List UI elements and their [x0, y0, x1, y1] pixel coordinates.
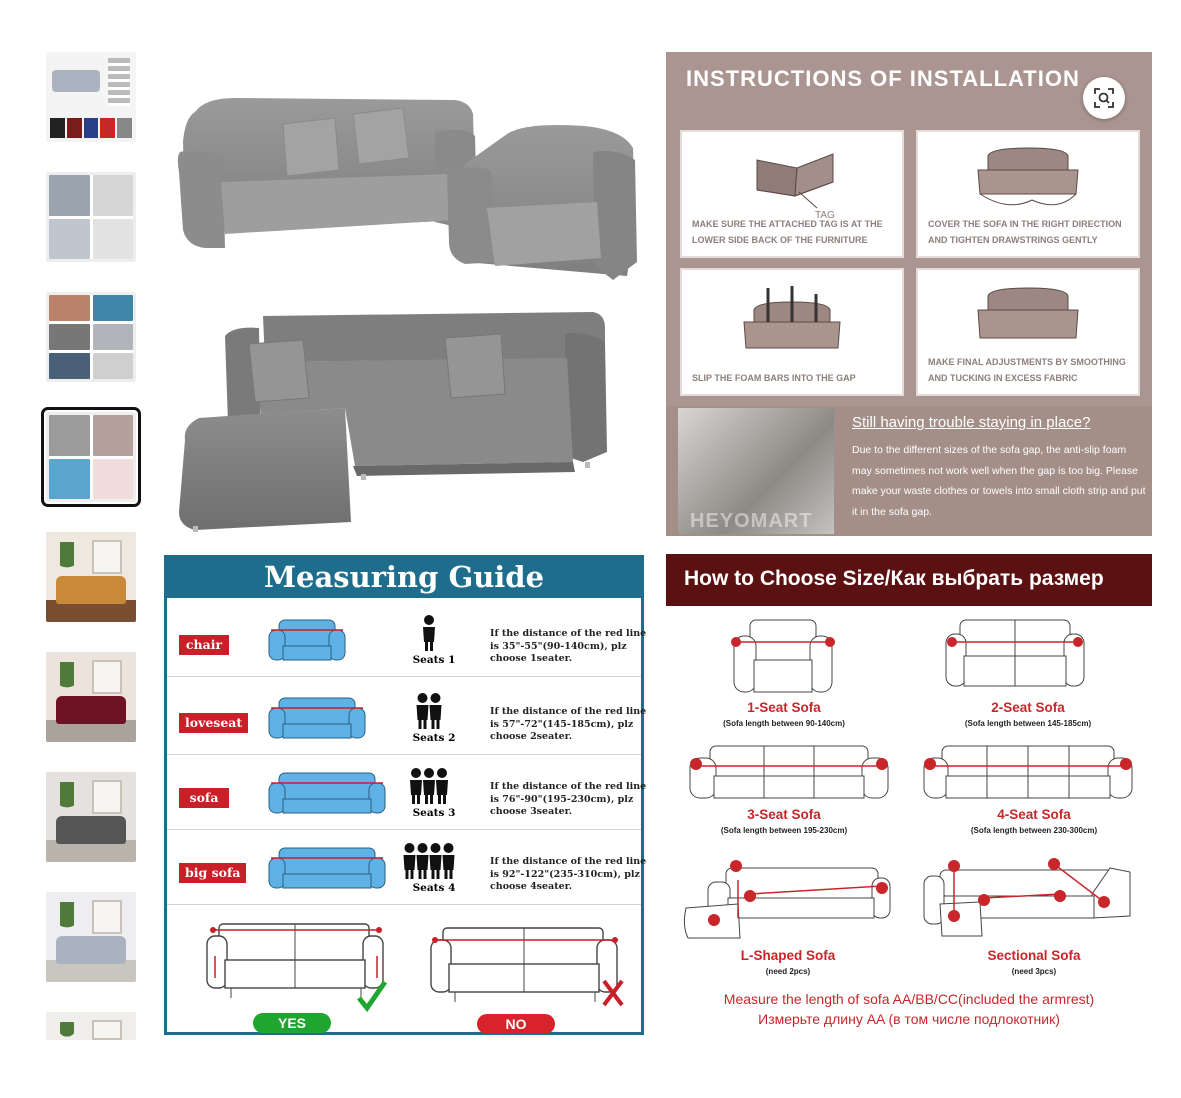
lens-search-icon — [1094, 88, 1114, 108]
thumb-how-to-install[interactable] — [46, 292, 136, 382]
sectional-sofa-drawing — [923, 858, 1131, 937]
installation-title: INSTRUCTIONS OF INSTALLATION — [686, 66, 1080, 91]
no-cross-icon — [602, 979, 624, 1007]
sofa-tag-illustration: TAG — [756, 153, 835, 220]
size-sub-2-seat: (Sofa length between 145-185cm) — [964, 719, 1092, 728]
install-step-3: SLIP THE FOAM BARS INTO THE GAP — [680, 268, 904, 396]
size-chooser-title: How to Choose Size/Как выбрать размер — [684, 567, 1104, 590]
three-seat-sofa-drawing — [689, 745, 889, 799]
thumb-burgundy-sofa[interactable] — [46, 652, 136, 742]
thumb-color-options[interactable] — [46, 52, 136, 142]
size-sub-sectional: (need 3pcs) — [1011, 967, 1057, 976]
blue-sofa-icon — [268, 619, 346, 661]
thumb-feature-collage[interactable] — [46, 172, 136, 262]
seats-label: Seats 2 — [412, 732, 456, 744]
seat-people-icon — [416, 693, 442, 729]
visual-search-button[interactable] — [1083, 77, 1125, 119]
no-badge: NO — [477, 1014, 555, 1034]
trouble-text: Due to the different sizes of the sofa g… — [852, 444, 1146, 518]
size-name-l-shaped: L-Shaped Sofa — [740, 948, 836, 963]
thumb-orange-sofa[interactable] — [46, 532, 136, 622]
size-name-3-seat: 3-Seat Sofa — [747, 807, 821, 822]
cover-sofa-illustration — [977, 147, 1079, 206]
trouble-title: Still having trouble staying in place? — [852, 414, 1091, 431]
size-sub-4-seat: (Sofa length between 230-300cm) — [970, 826, 1098, 835]
size-chooser-header: How to Choose Size/Как выбрать размер — [666, 554, 1152, 606]
seat-people-icon — [423, 615, 435, 651]
seat-people-icon — [410, 768, 448, 804]
thumb-light-grey-sofa[interactable] — [46, 892, 136, 982]
install-step-4: MAKE FINAL ADJUSTMENTS BY SMOOTHING AND … — [916, 268, 1140, 396]
size-sub-1-seat: (Sofa length between 90-140cm) — [723, 719, 845, 728]
thumb-partial[interactable] — [46, 1012, 136, 1040]
seats-label: Seats 4 — [412, 882, 456, 894]
measure-description: If the distance of the red line is 92"-1… — [490, 856, 647, 892]
correct-measure-illustration — [206, 923, 384, 998]
seats-label: Seats 1 — [412, 654, 456, 666]
trouble-section: HEYOMART Still having trouble staying in… — [666, 406, 1152, 536]
yes-check-icon — [357, 980, 387, 1013]
size-chooser-panel: How to Choose Size/Как выбрать размер 1-… — [666, 554, 1152, 1034]
measure-type-tag: chair — [179, 635, 229, 655]
measure-type-tag: big sofa — [179, 863, 247, 883]
yes-badge: YES — [253, 1013, 331, 1033]
measure-description: If the distance of the red line is 76"-9… — [490, 781, 647, 817]
measure-description: If the distance of the red line is 57"-7… — [490, 706, 647, 742]
size-note-english: Measure the length of sofa AA/BB/CC(incl… — [723, 991, 1095, 1007]
install-step-3-text: SLIP THE FOAM BARS INTO THE GAP — [692, 373, 856, 383]
install-step-1-text: MAKE SURE THE ATTACHED TAG IS AT THE LOW… — [692, 219, 883, 245]
three-seat-sofa — [177, 98, 477, 248]
foam-bars-illustration — [743, 286, 841, 349]
four-seat-sofa-drawing — [923, 745, 1133, 799]
size-sub-l-shaped: (need 2pcs) — [765, 967, 811, 976]
install-step-2-text: COVER THE SOFA IN THE RIGHT DIRECTION AN… — [928, 219, 1122, 245]
measuring-guide-title: Measuring Guide — [263, 560, 545, 594]
thumb-grey-sofa[interactable] — [46, 772, 136, 862]
two-seat-sofa-drawing — [945, 619, 1085, 687]
armchair — [447, 125, 637, 280]
measure-description: If the distance of the red line is 35"-5… — [490, 628, 647, 664]
l-shaped-sofa-drawing — [683, 860, 891, 939]
blue-sofa-icon — [268, 697, 366, 739]
brand-watermark: HEYOMART — [690, 510, 813, 532]
seats-label: Seats 3 — [412, 807, 456, 819]
thumb-install-guide[interactable] — [41, 407, 141, 507]
blue-sofa-icon — [268, 847, 386, 889]
install-step-4-text: MAKE FINAL ADJUSTMENTS BY SMOOTHING AND … — [928, 357, 1126, 383]
product-sofa-image — [177, 98, 637, 532]
size-sub-3-seat: (Sofa length between 195-230cm) — [720, 826, 848, 835]
size-note-russian: Измерьте длину AA (в том числе подлокотн… — [758, 1011, 1060, 1027]
measuring-guide-header: Measuring Guide — [167, 558, 641, 598]
one-seat-sofa-drawing — [731, 619, 835, 693]
install-step-1: TAG MAKE SURE THE ATTACHED TAG IS AT THE… — [680, 130, 904, 258]
size-name-1-seat: 1-Seat Sofa — [747, 700, 821, 715]
size-name-2-seat: 2-Seat Sofa — [991, 700, 1065, 715]
seat-people-icon — [403, 843, 455, 879]
hand-tucking-photo — [678, 408, 834, 534]
l-shaped-sofa — [179, 312, 607, 532]
blue-sofa-icon — [268, 772, 386, 814]
install-step-2: COVER THE SOFA IN THE RIGHT DIRECTION AN… — [916, 130, 1140, 258]
installation-instructions-panel: INSTRUCTIONS OF INSTALLATION TAG MAKE SU… — [666, 52, 1152, 536]
smooth-fabric-illustration — [977, 287, 1079, 339]
measure-type-tag: loveseat — [179, 713, 249, 733]
size-name-sectional: Sectional Sofa — [987, 948, 1081, 963]
tag-label: TAG — [815, 210, 835, 220]
size-name-4-seat: 4-Seat Sofa — [997, 807, 1071, 822]
measure-type-tag: sofa — [179, 788, 229, 808]
wrong-measure-illustration — [430, 927, 618, 1002]
